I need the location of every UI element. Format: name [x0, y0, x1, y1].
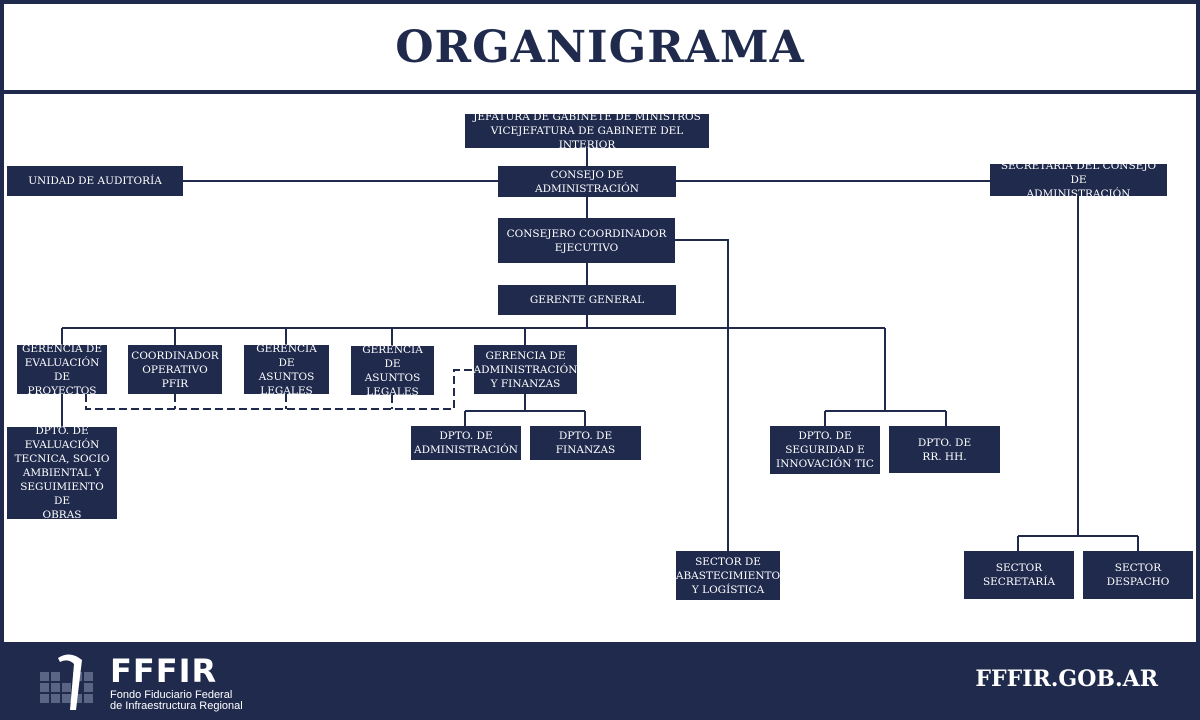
- box-gerencia-asuntos-legales-1: GERENCIA DE ASUNTOS LEGALES: [244, 343, 329, 397]
- title-bar: ORGANIGRAMA: [4, 4, 1196, 94]
- box-dpto-rrhh: DPTO. DE RR. HH.: [889, 426, 1000, 473]
- box-unidad-auditoria: UNIDAD DE AUDITORÍA: [7, 166, 183, 196]
- page-title: ORGANIGRAMA: [395, 21, 805, 73]
- box-gerencia-asuntos-legales-2: GERENCIA DE ASUNTOS LEGALES: [351, 344, 434, 398]
- box-coordinador-operativo-pfir: COORDINADOR OPERATIVO PFIR: [128, 345, 222, 394]
- box-consejero-coordinador: CONSEJERO COORDINADOR EJECUTIVO: [498, 218, 675, 263]
- fffir-logo-icon: [40, 654, 93, 710]
- box-dpto-finanzas: DPTO. DE FINANZAS: [530, 426, 641, 460]
- box-secretaria-consejo: SECRETARÍA DEL CONSEJO DE ADMINISTRACIÓN: [990, 160, 1167, 200]
- box-sector-secretaria: SECTOR SECRETARÍA: [964, 551, 1074, 599]
- box-gerencia-administracion-finanzas: GERENCIA DE ADMINISTRACIÓN Y FINANZAS: [474, 345, 577, 394]
- box-dpto-seguridad-innovacion: DPTO. DE SEGURIDAD E INNOVACIÓN TIC: [770, 426, 880, 474]
- box-dpto-evaluacion-tecnica: DPTO. DE EVALUACIÓN TECNICA, SOCIO AMBIE…: [7, 425, 117, 521]
- box-sector-abastecimiento: SECTOR DE ABASTECIMIENTO Y LOGÍSTICA: [676, 551, 780, 600]
- box-jefatura: JEFATURA DE GABINETE DE MINISTROS VICEJE…: [465, 111, 709, 151]
- box-gerencia-evaluacion-proyectos: GERENCIA DE EVALUACIÓN DE PROYECTOS: [17, 343, 107, 397]
- box-consejo-administracion: CONSEJO DE ADMINISTRACIÓN: [498, 166, 676, 197]
- logo-subtitle-line2: de Infraestructura Regional: [110, 700, 243, 712]
- box-gerente-general: GERENTE GENERAL: [498, 285, 676, 315]
- website-link[interactable]: FFFIR.GOB.AR: [975, 666, 1158, 692]
- footer: FFFIR Fondo Fiduciario Federal de Infrae…: [0, 642, 1200, 720]
- logo-subtitle-line1: Fondo Fiduciario Federal: [110, 689, 233, 701]
- box-sector-despacho: SECTOR DESPACHO: [1083, 551, 1193, 599]
- connector-line: [675, 239, 729, 551]
- logo-acronym: FFFIR: [110, 652, 218, 690]
- box-dpto-administracion: DPTO. DE ADMINISTRACIÓN: [411, 426, 521, 460]
